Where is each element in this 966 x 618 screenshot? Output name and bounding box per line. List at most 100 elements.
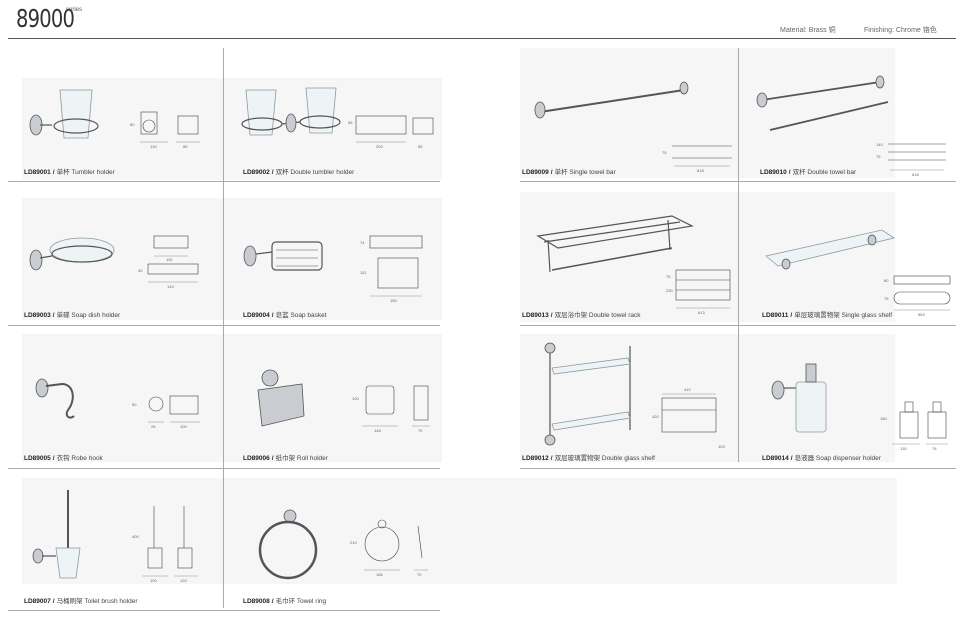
product-toilet-brush-holder: 400 100 120 xyxy=(22,486,222,590)
product-code: LD89001 xyxy=(24,169,51,176)
product-name: 双杆 Double towel bar xyxy=(792,169,857,176)
glass-shelf-drawing: 80 75 563 xyxy=(884,275,951,317)
roll-holder-photo xyxy=(257,369,305,427)
row-divider xyxy=(8,181,440,182)
single-towel-bar-photo xyxy=(534,81,689,119)
product-name: 单层玻璃置物架 Single glass shelf xyxy=(794,312,893,319)
row-background xyxy=(22,478,897,584)
tumbler-holder-photo xyxy=(29,89,99,139)
row-divider xyxy=(520,468,956,469)
series-label: series xyxy=(66,7,83,13)
double-towel-bar-drawing: 618 140 75 xyxy=(876,142,946,177)
dimension-label: 85 xyxy=(183,144,188,149)
dimension-label: 140 xyxy=(876,142,883,147)
dimension-label: 100 xyxy=(352,396,359,401)
dimension-label: 75 xyxy=(876,154,881,159)
product-single-glass-shelf: 80 75 563 xyxy=(752,222,952,320)
dimension-label: 28 xyxy=(151,424,156,429)
product-name: 双层浴巾架 Double towel rack xyxy=(554,312,641,319)
product-code: LD89014 xyxy=(762,455,789,462)
dimension-label: 115 xyxy=(166,257,173,262)
soap-dispenser-photo xyxy=(771,363,827,433)
product-caption: LD89014/皂液器 Soap dispenser holder xyxy=(762,455,881,462)
towel-rack-drawing: 75 230 613 xyxy=(666,269,731,315)
soap-dish-drawing: 115 40 143 xyxy=(138,235,199,289)
robe-hook-drawing: 50 28 100 xyxy=(132,395,200,429)
dimension-label: 613 xyxy=(698,310,705,315)
dimension-label: 55 xyxy=(348,120,353,125)
dimension-label: 186 xyxy=(376,572,383,577)
product-code: LD89009 xyxy=(522,169,549,176)
material-label: Material: Brass 铜 xyxy=(780,27,836,34)
product-towel-ring: 210 186 70 xyxy=(232,508,437,592)
product-double-towel-bar: 618 140 75 xyxy=(752,72,952,180)
double-glass-shelf-photo xyxy=(544,342,631,446)
product-code: LD89013 xyxy=(522,312,549,319)
dimension-label: 120 xyxy=(180,578,187,583)
dimension-label: 563 xyxy=(918,312,925,317)
towel-ring-drawing: 210 186 70 xyxy=(350,519,428,577)
roll-holder-drawing: 100 148 70 xyxy=(352,385,430,433)
dimension-label: 130 xyxy=(150,144,157,149)
dimension-label: 100 xyxy=(180,424,187,429)
dimension-label: 70 xyxy=(417,572,422,577)
row-divider xyxy=(520,325,956,326)
product-code: LD89005 xyxy=(24,455,51,462)
dimension-label: 150 xyxy=(390,298,397,303)
dimension-label: 618 xyxy=(697,168,704,173)
row-background xyxy=(22,78,442,180)
row-background xyxy=(520,48,895,178)
dimension-label: 143 xyxy=(167,284,174,289)
dimension-label: 618 xyxy=(912,172,919,177)
dimension-label: 75 xyxy=(662,150,667,155)
product-code: LD89004 xyxy=(243,312,270,319)
product-caption: LD89009/单杆 Single towel bar xyxy=(522,169,616,176)
towel-ring-photo xyxy=(258,509,318,580)
product-double-towel-rack: 75 230 613 xyxy=(522,208,737,320)
dimension-label: 80 xyxy=(884,278,889,283)
row-divider xyxy=(8,468,440,469)
product-caption: LD89004/皂篮 Soap basket xyxy=(243,312,327,319)
glass-shelf-photo xyxy=(765,229,895,270)
product-robe-hook: 50 28 100 xyxy=(22,370,222,460)
finishing-label: Finishing: Chrome 铬色 xyxy=(864,27,937,34)
product-single-towel-bar: 618 75 xyxy=(522,76,737,176)
product-name: 纸巾架 Roll holder xyxy=(275,455,328,462)
product-name: 单杆 Single towel bar xyxy=(554,169,616,176)
dimension-label: 103 xyxy=(718,444,725,449)
product-code: LD89008 xyxy=(243,598,270,605)
tumbler-holder-drawing: 130 85 60 xyxy=(130,111,200,149)
dimension-label: 100 xyxy=(150,578,157,583)
product-code: LD89010 xyxy=(760,169,787,176)
robe-hook-photo xyxy=(35,378,75,419)
product-caption: LD89010/双杆 Double towel bar xyxy=(760,169,857,176)
dimension-label: 60 xyxy=(130,122,135,127)
product-tumbler-holder: 130 85 60 xyxy=(22,80,222,180)
dimension-label: 75 xyxy=(884,296,889,301)
dimension-label: 420 xyxy=(652,414,659,419)
product-caption: LD89007/马桶刷架 Toilet brush holder xyxy=(24,598,138,605)
soap-dish-photo xyxy=(29,237,115,271)
product-name: 衣钩 Robe hook xyxy=(56,455,103,462)
double-tumbler-drawing: 200 85 55 xyxy=(348,115,434,149)
row-background xyxy=(22,334,442,462)
product-code: LD89011 xyxy=(762,312,789,319)
column-divider xyxy=(738,48,739,462)
product-name: 皂篮 Soap basket xyxy=(275,312,327,319)
dimension-label: 410 xyxy=(684,387,691,392)
product-soap-dispenser-holder: 180 130 76 xyxy=(752,358,952,460)
product-code: LD89006 xyxy=(243,455,270,462)
dimension-label: 400 xyxy=(132,534,139,539)
soap-dispenser-drawing: 180 130 76 xyxy=(880,401,948,451)
row-background xyxy=(520,192,895,322)
header-divider xyxy=(8,38,956,39)
dimension-label: 40 xyxy=(138,268,143,273)
toilet-brush-drawing: 400 100 120 xyxy=(132,506,198,583)
product-double-tumbler-holder: 200 85 55 xyxy=(232,80,437,180)
dimension-label: 180 xyxy=(880,416,887,421)
product-name: 马桶刷架 Toilet brush holder xyxy=(56,598,138,605)
product-caption: LD89011/单层玻璃置物架 Single glass shelf xyxy=(762,312,893,319)
product-name: 单杯 Tumbler holder xyxy=(56,169,115,176)
product-name: 双层玻璃置物架 Double glass shelf xyxy=(554,455,655,462)
product-soap-dish-holder: 115 40 143 xyxy=(22,226,222,320)
